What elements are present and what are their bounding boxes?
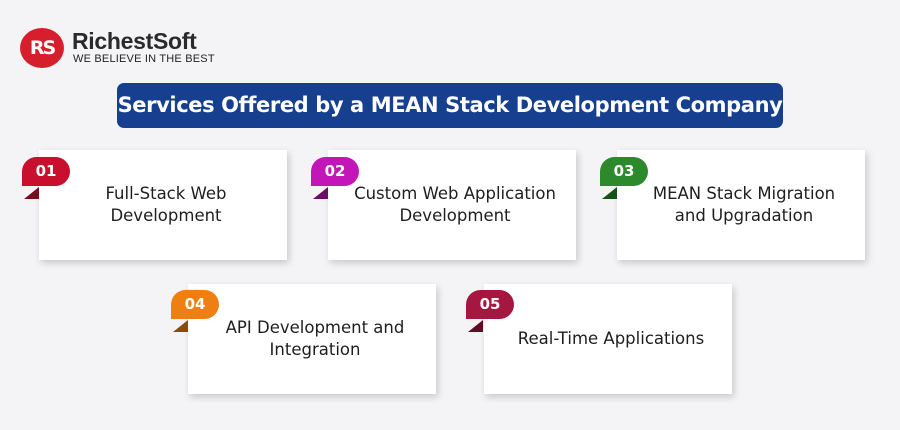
service-card: API Development and Integration [188,284,436,394]
service-number-badge: 03 [600,157,648,186]
service-number-badge: 05 [466,290,514,319]
service-label: API Development and Integration [225,318,405,359]
badge-fold [24,187,39,199]
badge-fold [468,320,483,332]
service-label: MEAN Stack Migration and Upgradation [652,184,836,225]
service-card: Custom Web Application Development [328,150,576,260]
page-title: Services Offered by a MEAN Stack Develop… [117,83,783,128]
service-card: MEAN Stack Migration and Upgradation [617,150,865,260]
service-card: Full-Stack Web Development [39,150,287,260]
brand-mark-icon: RS [20,28,64,68]
service-number-badge: 01 [22,157,70,186]
badge-fold [173,320,188,332]
service-number-badge: 02 [311,157,359,186]
badge-fold [602,187,617,199]
badge-fold [313,187,328,199]
brand-name: RichestSoft [72,28,197,54]
service-card: Real-Time Applications [484,284,732,394]
brand-tagline: WE BELIEVE IN THE BEST [73,53,215,65]
brand-logo[interactable]: RS RichestSoft WE BELIEVE IN THE BEST [20,28,215,68]
service-label: Real-Time Applications [517,329,705,348]
service-label: Full-Stack Web Development [105,184,227,225]
service-number-badge: 04 [171,290,219,319]
service-label: Custom Web Application Development [354,184,556,225]
